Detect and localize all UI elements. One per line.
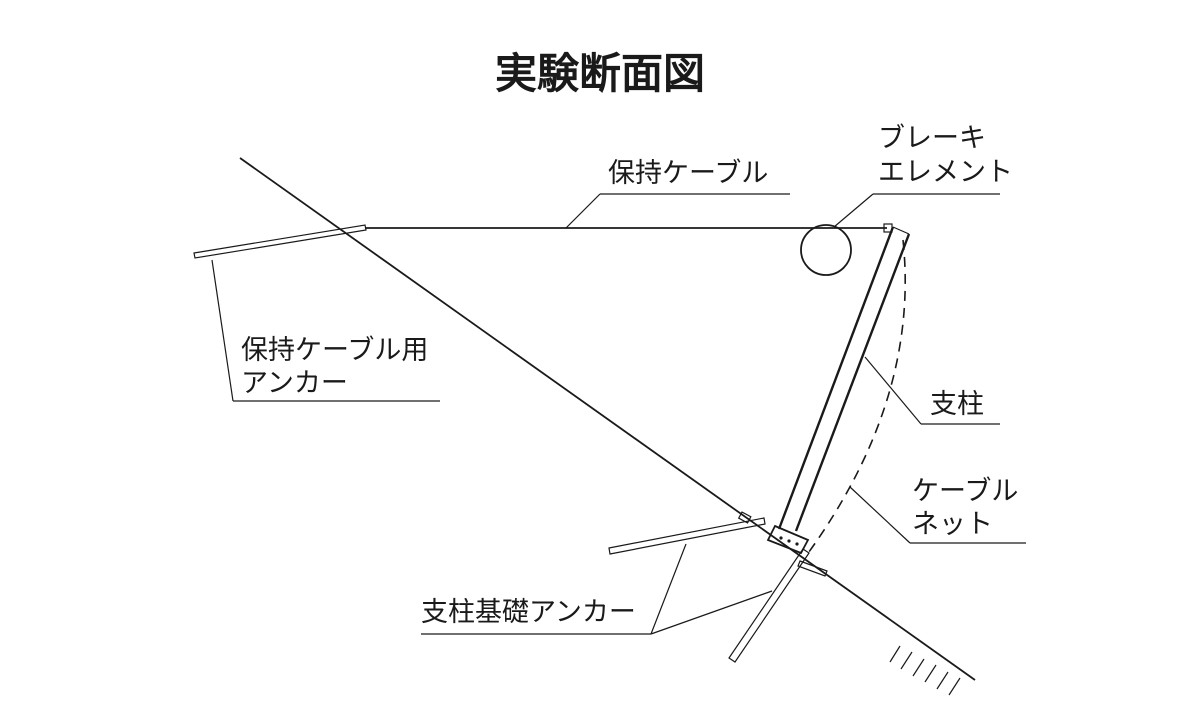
label-holding-cable: 保持ケーブル — [608, 158, 768, 189]
ground-hatching — [889, 645, 961, 696]
diagram-title: 実験断面図 — [495, 49, 705, 98]
leader-holding-anchor — [211, 259, 440, 402]
label-post: 支柱 — [930, 389, 984, 420]
cable-net — [805, 239, 906, 557]
label-brake-element-line1: ブレーキ — [878, 123, 986, 154]
net-bottom-fitting — [797, 560, 828, 577]
holding-cable-anchor-rod — [193, 224, 367, 259]
label-cable-net-line2: ネット — [912, 509, 993, 540]
post-base-plate — [766, 524, 810, 555]
leader-post — [864, 356, 1000, 425]
leader-cable-net — [849, 486, 1026, 544]
label-holding-anchor-line2: アンカー — [241, 368, 348, 399]
post-base-anchor-rod-down — [728, 548, 810, 663]
brake-element — [800, 224, 852, 276]
post-base-anchor-rod-left — [608, 517, 766, 555]
label-post-base-anchor: 支柱基礎アンカー — [421, 597, 636, 628]
label-cable-net-line1: ケーブル — [912, 476, 1018, 507]
post-top-cap — [892, 226, 910, 235]
leader-holding-cable — [565, 193, 790, 229]
slope-ground-line — [239, 157, 976, 681]
anchor-rod-end-fitting — [737, 511, 752, 524]
post-strut — [777, 226, 911, 532]
label-brake-element-line2: エレメント — [878, 157, 1013, 188]
label-holding-anchor-line1: 保持ケーブル用 — [241, 335, 428, 366]
leader-post-base-anchor — [421, 543, 773, 635]
leader-brake-element — [833, 193, 1000, 228]
